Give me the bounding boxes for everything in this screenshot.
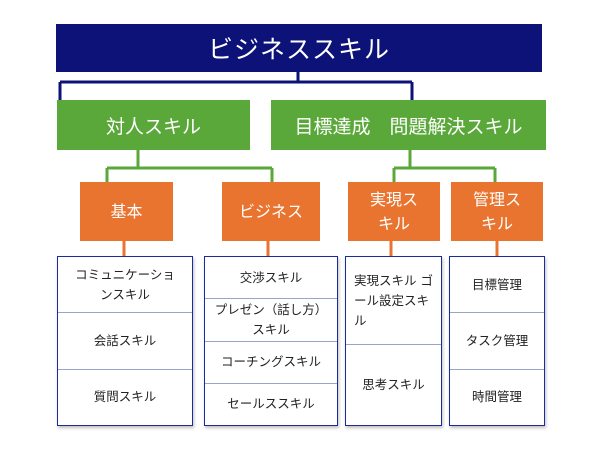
realization-skill-list: 実現スキル ゴール設定スキル 思考スキル [345,256,442,426]
skill-item-task-management: タスク管理 [450,313,544,370]
management-skill-list: 目標管理 タスク管理 時間管理 [449,256,545,426]
category-goal-problem-solving: 目標達成 問題解決スキル [271,100,546,150]
subcategory-basic: 基本 [80,182,173,241]
category-interpersonal: 対人スキル [57,100,250,150]
diagram-title: ビジネススキル [56,24,542,72]
basic-skill-list: コミュニケーションスキル 会話スキル 質問スキル [57,256,193,426]
skill-item-goal-management: 目標管理 [450,257,544,314]
business-skill-list: 交渉スキル プレゼン（話し方）スキル コーチングスキル セールススキル [204,256,338,426]
skill-item-conversation: 会話スキル [58,313,192,370]
skill-item-thinking: 思考スキル [362,377,425,393]
skill-item-negotiation: 交渉スキル [205,257,337,300]
skill-item-communication: コミュニケーションスキル [58,257,192,314]
skill-item-sales: セールススキル [227,396,315,412]
subcategory-realization: 実現スキル [348,182,440,241]
skill-item-presentation: プレゼン（話し方）スキル [205,299,337,342]
skill-item-realization-goal-setting: 実現スキル ゴール設定スキル [346,257,441,346]
subcategory-management: 管理スキル [451,182,543,241]
subcategory-business: ビジネス [222,182,320,241]
skill-item-time-management: 時間管理 [471,389,522,405]
skill-item-questioning: 質問スキル [93,389,157,405]
skill-item-coaching: コーチングスキル [205,342,337,384]
